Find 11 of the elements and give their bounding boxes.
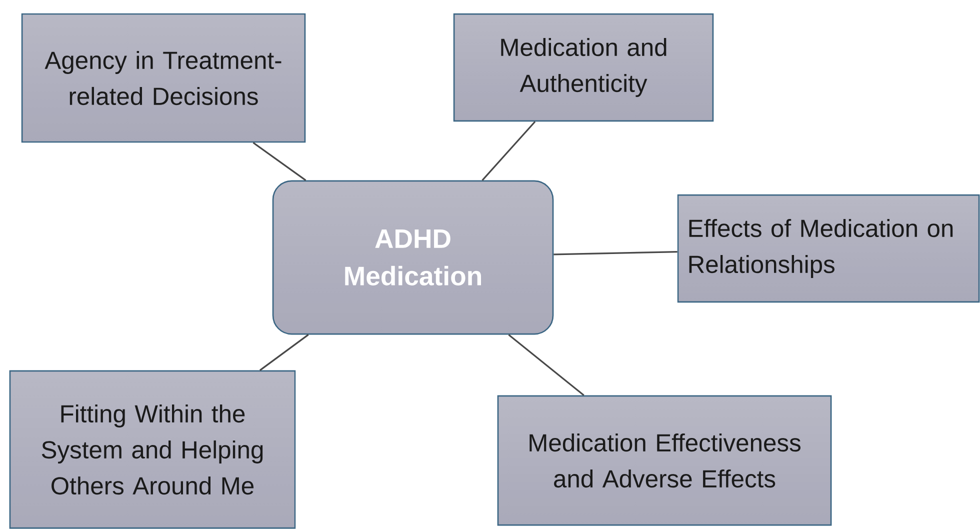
- connector-line: [554, 250, 678, 256]
- central-topic-box: ADHD Medication: [272, 180, 554, 335]
- connector-line: [259, 334, 309, 371]
- theme-box: Fitting Within the System and Helping Others Around Me: [9, 370, 296, 529]
- connector-line: [252, 142, 306, 181]
- theme-box: Medication and Authenticity: [453, 13, 714, 122]
- theme-box: Medication Effectiveness and Adverse Effects: [497, 395, 832, 526]
- connector-line: [482, 121, 536, 181]
- theme-box: Agency in Treatment-related Decisions: [21, 13, 306, 143]
- theme-box: Effects of Medication on Relationships: [677, 194, 980, 303]
- connector-line: [508, 334, 584, 396]
